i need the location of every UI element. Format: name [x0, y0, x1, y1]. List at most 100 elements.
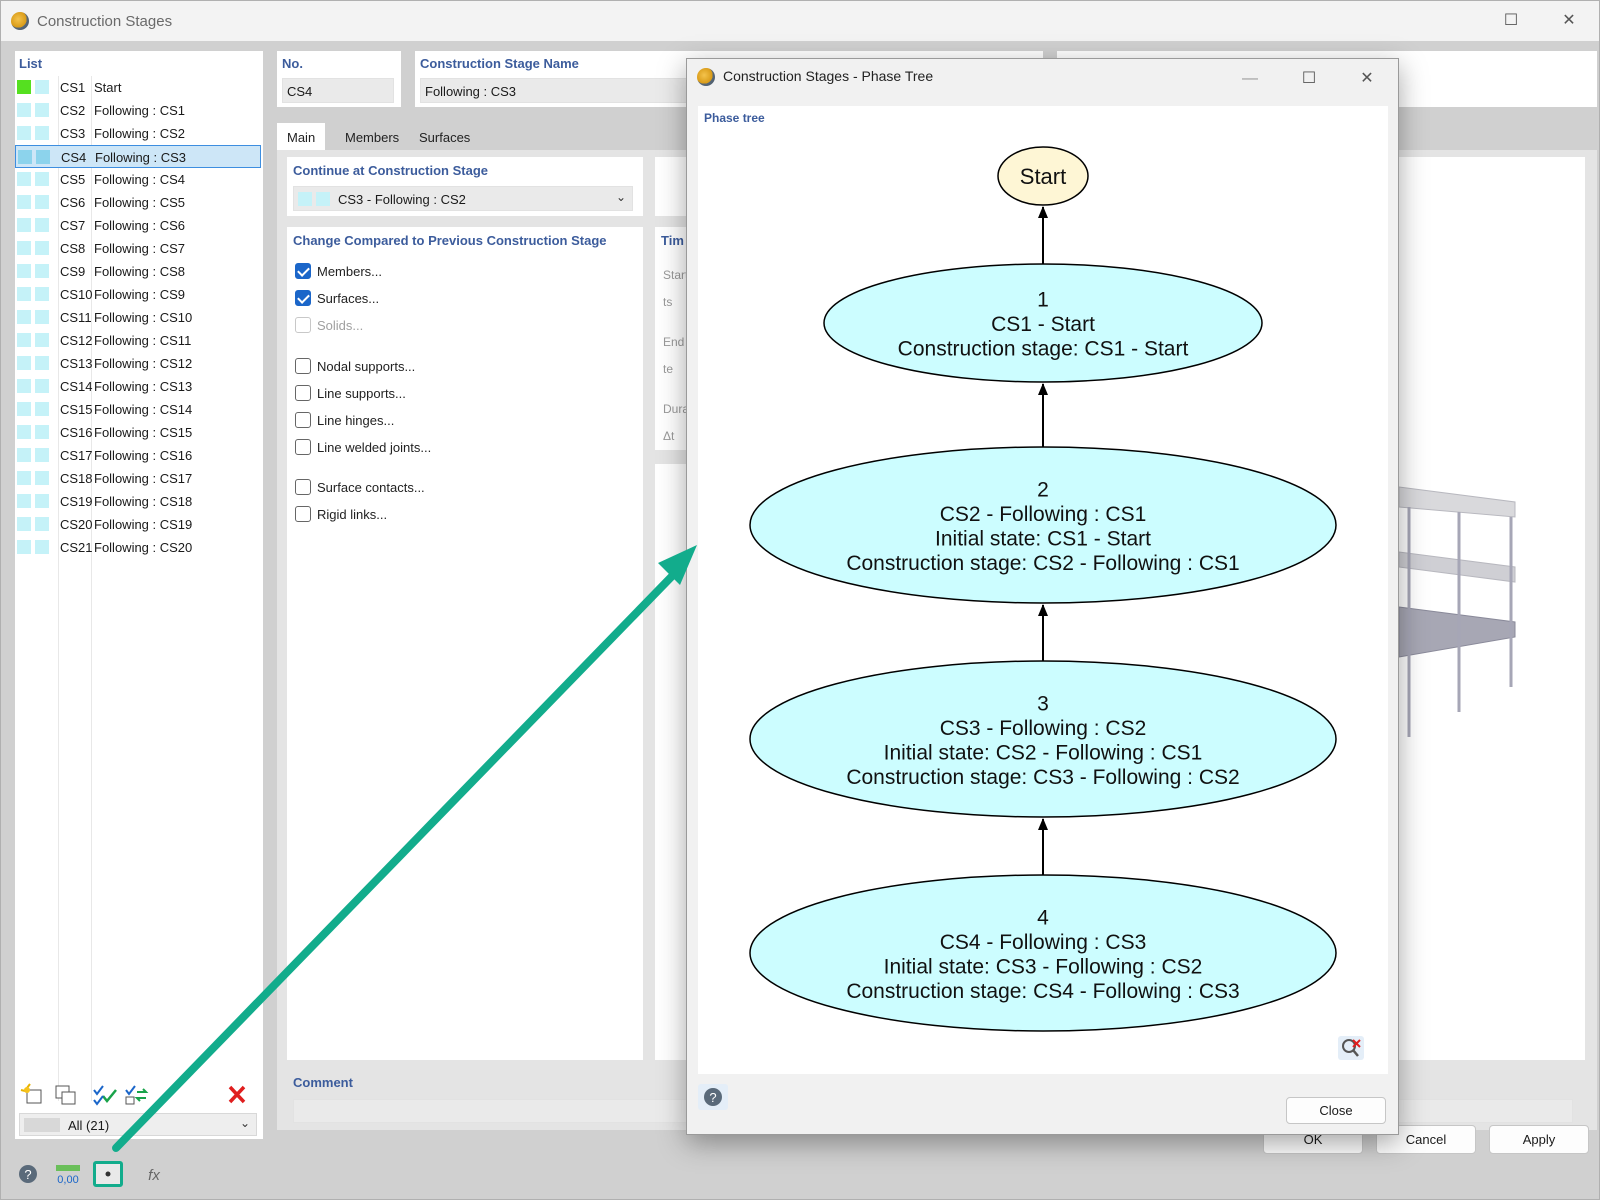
stage-color-swatch — [35, 333, 49, 347]
maximize-icon[interactable]: ☐ — [1503, 12, 1519, 29]
stage-color-swatch — [35, 310, 49, 324]
checkbox-label[interactable]: Surfaces... — [317, 291, 380, 306]
comment-label: Comment — [293, 1075, 353, 1090]
checkbox-label[interactable]: Nodal supports... — [317, 359, 416, 374]
checkbox[interactable] — [295, 263, 311, 279]
checkbox-label[interactable]: Members... — [317, 264, 383, 279]
checkbox-label[interactable]: Rigid links... — [317, 507, 388, 522]
apply-button[interactable]: Apply — [1489, 1125, 1589, 1154]
checkbox[interactable] — [295, 479, 311, 495]
reset-zoom-icon[interactable] — [1338, 1036, 1364, 1060]
tree-node[interactable] — [823, 263, 1263, 383]
stage-name: Following : CS20 — [94, 540, 193, 555]
checkbox-label[interactable]: Surface contacts... — [317, 480, 425, 495]
chevron-down-icon: ⌄ — [239, 1116, 250, 1130]
stage-color-swatch — [35, 172, 49, 186]
check-all-icon[interactable] — [91, 1082, 119, 1108]
stage-id: CS15 — [60, 402, 93, 417]
maximize-icon[interactable]: ☐ — [1301, 70, 1317, 87]
close-icon[interactable]: ✕ — [1562, 12, 1576, 29]
stage-name: Following : CS7 — [94, 241, 186, 256]
checkbox-label[interactable]: Line hinges... — [317, 413, 395, 428]
checkbox[interactable] — [295, 439, 311, 455]
stage-id: CS5 — [60, 172, 86, 187]
list-toolbar — [15, 1078, 263, 1114]
stage-color-swatch — [35, 517, 49, 531]
checkbox[interactable] — [295, 385, 311, 401]
stage-id: CS16 — [60, 425, 93, 440]
tree-node[interactable] — [749, 446, 1337, 604]
delete-icon[interactable] — [223, 1082, 251, 1108]
tree-node-text: 2 — [1037, 478, 1049, 501]
checkbox[interactable] — [295, 290, 311, 306]
stage-id: CS3 — [60, 126, 86, 141]
toggle-check-icon[interactable] — [123, 1082, 151, 1108]
tab-members[interactable]: Members — [345, 130, 400, 145]
new-stage-icon[interactable] — [19, 1082, 47, 1108]
number-field[interactable]: CS4 — [282, 78, 394, 103]
stage-color-swatch — [35, 241, 49, 255]
stage-color-swatch — [35, 287, 49, 301]
checkbox-label[interactable]: Line welded joints... — [317, 440, 432, 455]
checkbox[interactable] — [295, 506, 311, 522]
checkbox[interactable] — [295, 358, 311, 374]
formula-icon[interactable]: fx — [139, 1161, 169, 1187]
stage-color-swatch — [298, 192, 312, 206]
number-box: No. CS4 — [277, 51, 401, 107]
checkbox[interactable] — [295, 412, 311, 428]
tree-node-text: 1 — [1037, 289, 1049, 312]
phase-tree-button[interactable] — [93, 1161, 123, 1187]
dialog-title: Construction Stages - Phase Tree — [723, 68, 934, 84]
stage-name: Following : CS16 — [94, 448, 193, 463]
stage-color-swatch — [35, 126, 49, 140]
tree-node[interactable] — [749, 660, 1337, 818]
tree-node-start[interactable] — [997, 146, 1089, 206]
checkbox-label[interactable]: Line supports... — [317, 386, 406, 401]
close-icon[interactable]: ✕ — [1360, 70, 1374, 87]
stage-color-swatch — [17, 172, 31, 186]
copy-stage-icon[interactable] — [51, 1082, 79, 1108]
tree-node-text: Initial state: CS1 - Start — [935, 527, 1151, 550]
app-logo-icon — [11, 12, 29, 30]
minimize-icon[interactable]: — — [1242, 70, 1258, 87]
help-icon[interactable]: ? — [13, 1161, 43, 1187]
stage-name: Following : CS19 — [94, 517, 193, 532]
tree-node[interactable] — [749, 874, 1337, 1032]
tab-main[interactable]: Main — [277, 123, 326, 150]
cancel-button[interactable]: Cancel — [1376, 1125, 1476, 1154]
units-icon[interactable]: 0,00 — [53, 1161, 83, 1187]
help-icon[interactable]: ? — [698, 1084, 728, 1110]
continue-select[interactable]: CS3 - Following : CS2 ⌄ — [293, 186, 633, 211]
stage-color-swatch — [17, 264, 31, 278]
stage-id: CS1 — [60, 80, 86, 95]
close-button[interactable]: Close — [1286, 1097, 1386, 1124]
tab-surfaces[interactable]: Surfaces — [419, 130, 471, 145]
checkbox-label[interactable]: Solids... — [317, 318, 364, 333]
stage-name: Following : CS5 — [94, 195, 186, 210]
stage-color-swatch — [17, 195, 31, 209]
continue-label: Continue at Construction Stage — [293, 163, 488, 178]
dt-label: Δt — [663, 429, 675, 443]
